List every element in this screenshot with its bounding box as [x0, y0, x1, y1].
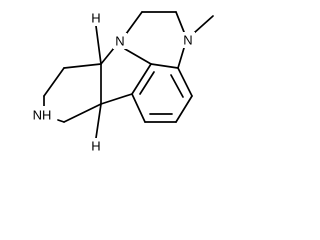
h-top-label-bg — [90, 10, 102, 26]
bond-n1-c9a — [100, 47, 115, 65]
bond-benzene-6-inner — [139, 71, 155, 95]
bond-c5a-h — [95, 103, 102, 139]
bond-ch2-c5a — [63, 103, 102, 123]
bond-nh-ch2 — [57, 119, 65, 123]
bond-c9a-ch2 — [63, 63, 102, 69]
bond-benzene-5 — [131, 93, 146, 123]
bond-ch2-nmethyl — [175, 11, 185, 33]
bond-n1-ch2-top — [125, 11, 143, 35]
h-bottom-label: H — [91, 139, 100, 154]
bond-benzene-6 — [131, 63, 152, 95]
bond-benzene-2 — [177, 67, 193, 97]
bond-benzene-1 — [150, 63, 179, 69]
h-bottom-label-bg — [90, 138, 102, 154]
bond-c9a-h — [95, 25, 102, 65]
atom-labels: N N NH H H — [26, 10, 195, 154]
h-top-label: H — [91, 11, 100, 26]
chemical-structure-diagram: N N NH H H — [26, 10, 214, 154]
nh-label-bg — [26, 106, 56, 124]
bond-benzene-2-inner — [170, 74, 184, 98]
n-ring-label-bg — [113, 33, 127, 49]
n-ring-label: N — [115, 34, 124, 49]
nh-label: NH — [33, 108, 52, 123]
n-methyl-label-bg — [181, 32, 195, 48]
bond-lines — [43, 11, 214, 139]
bond-nmethyl-aromatic — [177, 47, 185, 69]
bond-c5a-aromatic — [100, 93, 133, 105]
bond-ch2-ch2-left — [43, 67, 65, 97]
n-methyl-label: N — [183, 33, 192, 48]
bond-nmethyl-methyl — [193, 15, 214, 34]
bond-benzene-3 — [175, 95, 193, 123]
bond-n1-aromatic-fusion — [124, 48, 152, 65]
